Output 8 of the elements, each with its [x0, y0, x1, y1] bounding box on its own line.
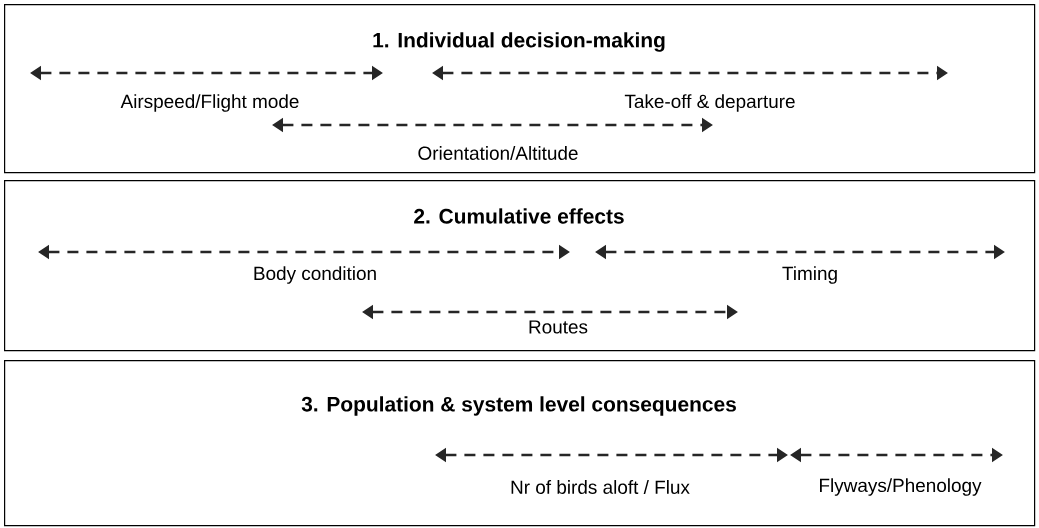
range-label: Body condition	[254, 266, 376, 284]
range-label: Take-off & departure	[624, 94, 795, 112]
range-label: Routes	[529, 320, 588, 334]
range-label: Orientation/Altitude	[418, 146, 578, 160]
range-label: Flyways/Phenology	[820, 478, 982, 496]
range-label: Airspeed/Flight mode	[120, 94, 299, 112]
range-label: Timing	[782, 266, 837, 284]
range-label: Nr of birds aloft / Flux	[511, 480, 690, 494]
